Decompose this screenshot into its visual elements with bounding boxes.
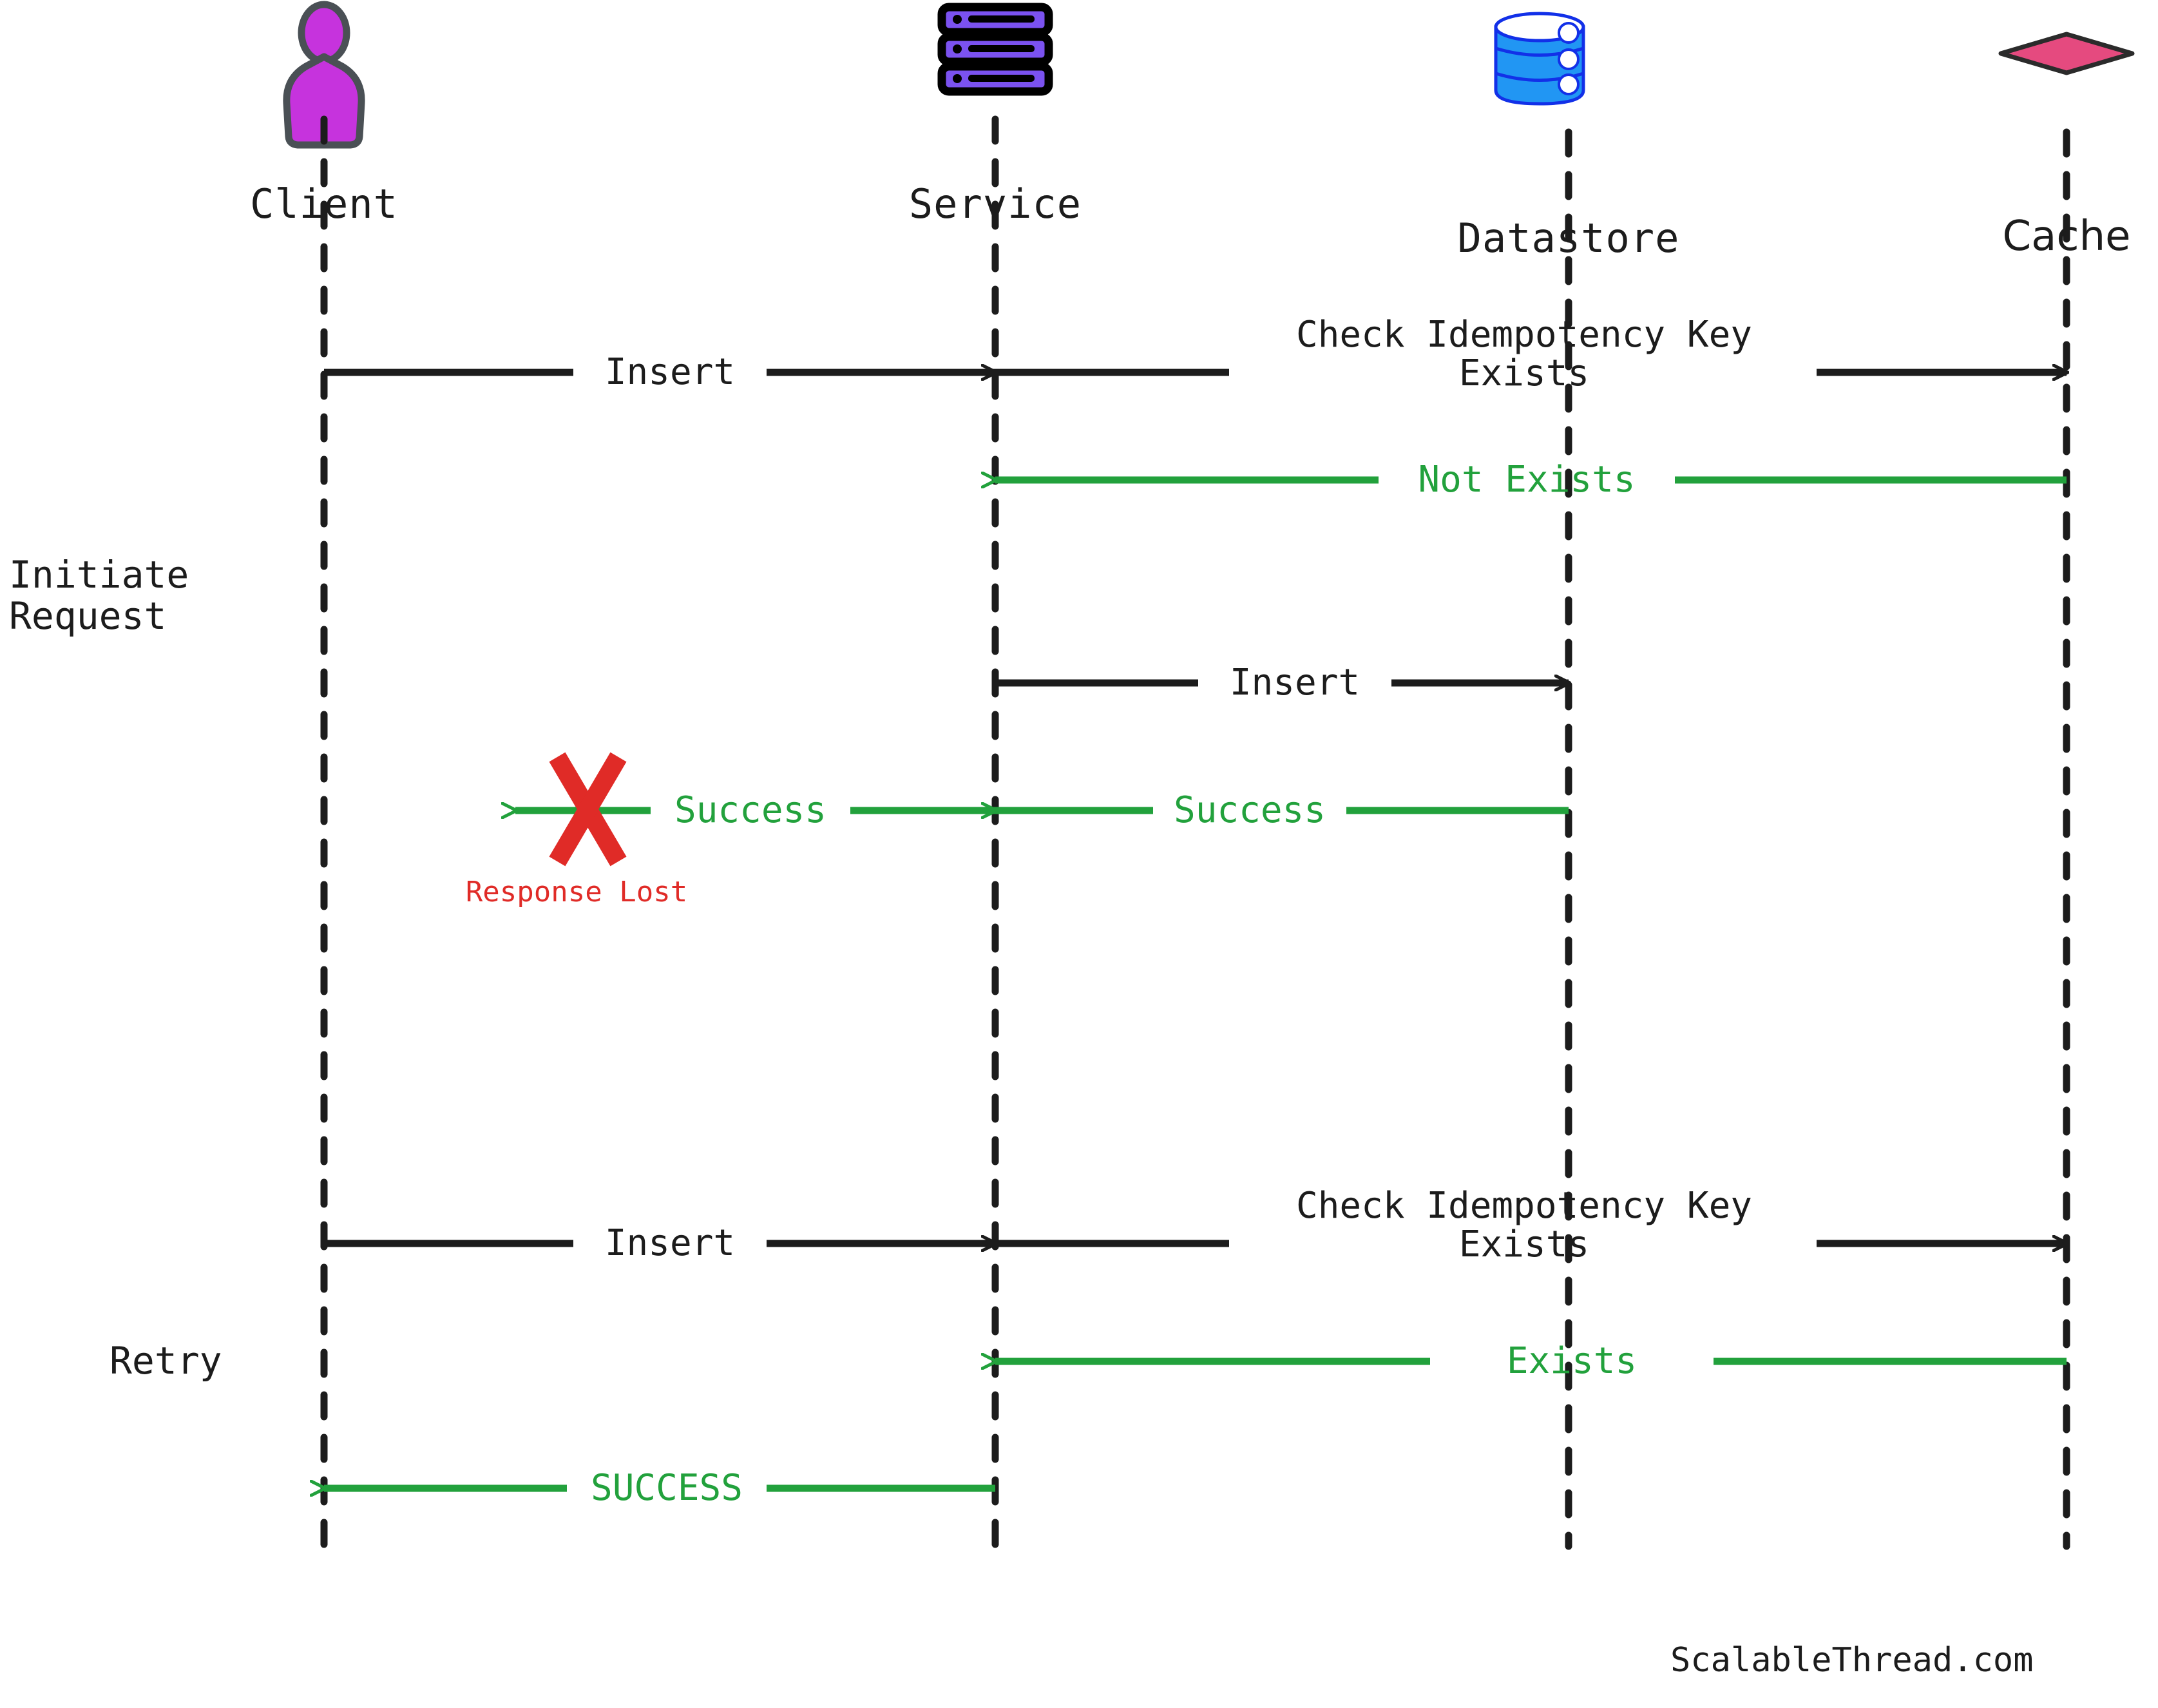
actor-label-datastore: Datastore <box>1457 215 1680 262</box>
message-label-insert-1: Insert <box>604 351 736 393</box>
diamond-icon <box>1998 32 2135 75</box>
annotation-label-response-lost: Response Lost <box>465 876 688 908</box>
message-label-insert-datastore: Insert <box>1229 662 1361 704</box>
message-label-check-key-1: Check Idempotency Key Exists <box>1295 314 1752 394</box>
actor-label-client: Client <box>250 180 398 227</box>
message-label-not-exists: Not Exists <box>1418 459 1636 501</box>
message-label-success-lost: Success <box>674 789 826 831</box>
actor-label-cache: Cache <box>2002 213 2131 260</box>
phase-label-initiate-request: Initiate Request <box>9 553 189 638</box>
message-label-insert-2: Insert <box>604 1222 736 1264</box>
person-icon <box>283 1 365 149</box>
message-label-check-key-2: Check Idempotency Key Exists <box>1295 1185 1752 1265</box>
server-rack-icon <box>937 3 1053 96</box>
database-cylinder-icon <box>1494 12 1585 106</box>
red-x-icon <box>549 752 627 867</box>
actor-label-service: Service <box>908 180 1082 227</box>
message-label-success-final: SUCCESS <box>590 1467 743 1509</box>
phase-label-retry: Retry <box>110 1339 222 1383</box>
message-label-exists: Exists <box>1506 1340 1638 1382</box>
message-label-success-datastore: Success <box>1173 789 1326 831</box>
watermark: ScalableThread.com <box>1670 1641 2034 1680</box>
